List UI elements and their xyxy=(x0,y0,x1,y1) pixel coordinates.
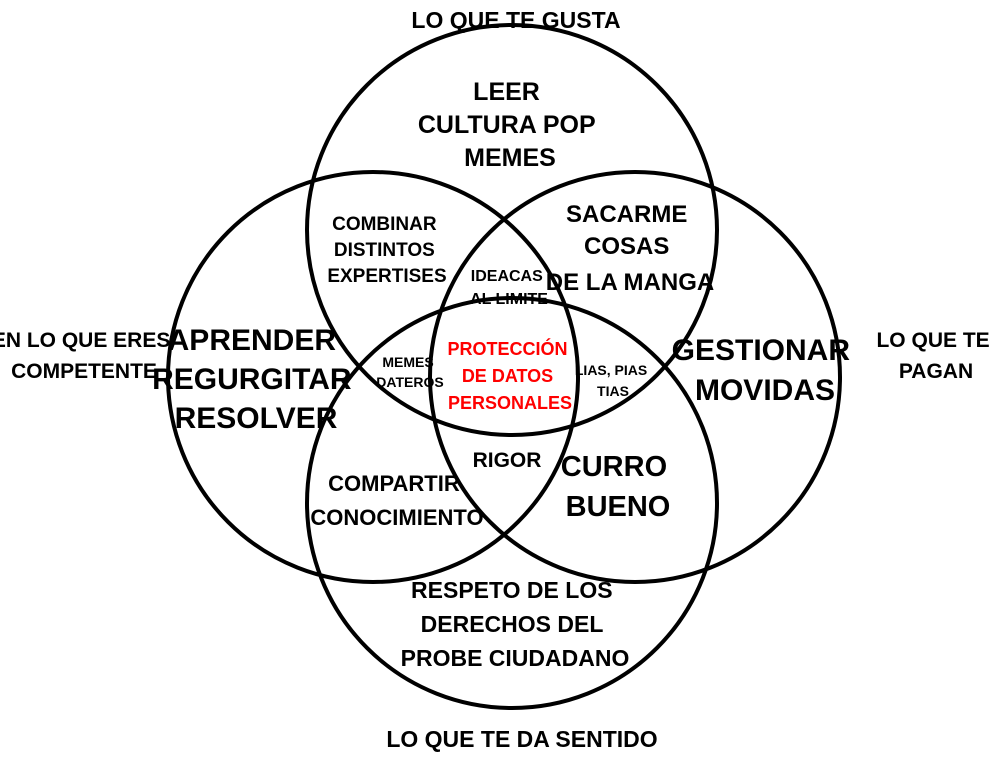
region-left-only-line-1: APRENDER xyxy=(168,324,337,357)
region-top-right-bottom-line-1: LIAS, PIAS xyxy=(575,362,647,378)
region-left-bottom-right: RIGOR xyxy=(473,449,542,472)
region-top-only-line-1: LEER xyxy=(473,78,540,106)
region-left-only: APRENDER REGURGITAR RESOLVER xyxy=(152,324,360,435)
region-top-left-line-3: EXPERTISES xyxy=(327,266,446,287)
region-top-only-line-3: MEMES xyxy=(464,144,556,172)
circle-competente xyxy=(166,170,580,584)
region-bottom-only: RESPETO DE LOS DERECHOS DEL PROBE CIUDAD… xyxy=(401,577,630,671)
region-center-line-2: DE DATOS xyxy=(462,366,553,386)
circle-da-sentido xyxy=(305,296,719,710)
region-top-left-right-line-1: IDEACAS xyxy=(471,268,543,285)
region-top-left-line-1: COMBINAR xyxy=(332,214,437,235)
region-right-bottom-line-2: BUENO xyxy=(566,491,671,523)
region-top-right-line-3: DE LA MANGA xyxy=(546,269,714,296)
region-left-only-line-3: RESOLVER xyxy=(175,402,338,435)
region-right-only: GESTIONAR MOVIDAS xyxy=(672,334,859,407)
region-top-only-line-2: CULTURA POP xyxy=(418,111,595,139)
region-bottom-only-line-3: PROBE CIUDADANO xyxy=(401,645,630,671)
region-top-left: COMBINAR DISTINTOS EXPERTISES xyxy=(327,214,446,287)
region-top-right-line-1: SACARME xyxy=(566,201,687,228)
region-top-left-bottom-line-2: DATEROS xyxy=(376,374,443,390)
region-left-bottom-line-1: COMPARTIR xyxy=(328,471,460,496)
region-center-line-3: PERSONALES xyxy=(448,393,572,413)
region-left-bottom: COMPARTIR CONOCIMIENTO xyxy=(310,471,483,530)
region-top-right-bottom: LIAS, PIAS TIAS xyxy=(575,362,651,399)
region-top-left-right-line-2: AL LIMITE xyxy=(470,291,548,308)
region-top-right-line-2: COSAS xyxy=(584,233,669,260)
region-bottom-only-line-2: DERECHOS DEL xyxy=(421,611,604,637)
region-right-only-line-1: GESTIONAR xyxy=(672,334,851,367)
label-te-pagan-line-1: LO QUE TE xyxy=(876,329,989,352)
region-bottom-only-line-1: RESPETO DE LOS xyxy=(411,577,613,603)
label-te-pagan-line-2: PAGAN xyxy=(899,360,973,383)
region-top-right-bottom-line-2: TIAS xyxy=(597,383,629,399)
region-top-left-right: IDEACAS AL LIMITE xyxy=(470,268,548,308)
region-top-only: LEER CULTURA POP MEMES xyxy=(418,78,602,172)
label-da-sentido: LO QUE TE DA SENTIDO xyxy=(386,726,657,752)
region-right-only-line-2: MOVIDAS xyxy=(695,374,835,407)
label-competente-line-1: EN LO QUE ERES xyxy=(0,329,170,352)
circle-te-pagan xyxy=(428,170,842,584)
label-te-pagan: LO QUE TE PAGAN xyxy=(876,329,995,383)
region-center-line-1: PROTECCIÓN xyxy=(447,338,567,359)
region-top-left-line-2: DISTINTOS xyxy=(334,240,435,261)
region-top-right: SACARME COSAS DE LA MANGA xyxy=(546,201,714,296)
region-right-bottom-line-1: CURRO xyxy=(561,451,667,483)
label-lo-que-te-gusta: LO QUE TE GUSTA xyxy=(411,7,620,33)
label-competente-line-2: COMPETENTE xyxy=(11,360,157,383)
label-competente: EN LO QUE ERES COMPETENTE xyxy=(0,329,176,383)
circle-lo-que-te-gusta xyxy=(305,23,719,437)
region-top-left-bottom-line-1: MEMES xyxy=(382,354,433,370)
region-right-bottom: CURRO BUENO xyxy=(561,451,675,523)
region-top-left-bottom: MEMES DATEROS xyxy=(376,354,443,390)
region-left-only-line-2: REGURGITAR xyxy=(152,363,352,396)
region-left-bottom-line-2: CONOCIMIENTO xyxy=(310,505,483,530)
region-center: PROTECCIÓN DE DATOS PERSONALES xyxy=(447,338,572,413)
